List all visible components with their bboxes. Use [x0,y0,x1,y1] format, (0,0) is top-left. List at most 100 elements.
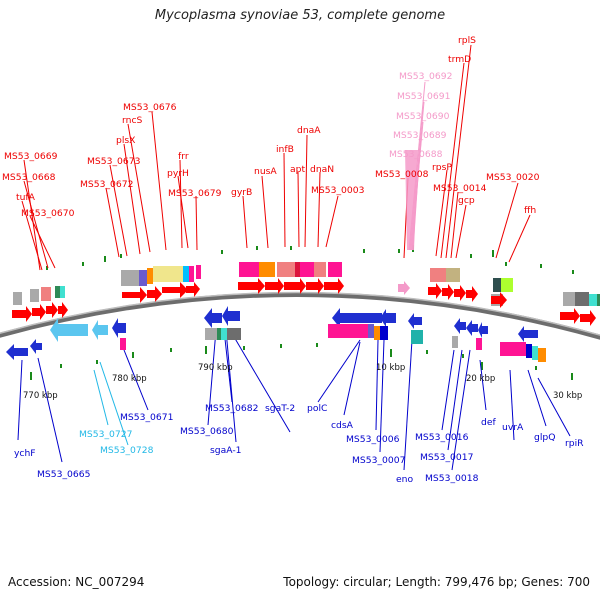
gene-label-MS53_0672: MS53_0672 [80,179,133,190]
leader [127,123,151,253]
feature-box [380,326,388,340]
gene-label-rpiR: rpiR [565,438,584,449]
leader [447,349,463,451]
feature-box [227,328,241,340]
gene-label-MS53_0670: MS53_0670 [21,208,75,219]
scale-label-770: 770 kbp [23,391,58,401]
gene-label-MS53_0668: MS53_0668 [2,172,56,183]
gene-label-MS53_0003: MS53_0003 [311,185,365,196]
leader [455,204,467,259]
feature-box [55,286,60,298]
leader [109,164,128,257]
gene-label-ffh: ffh [524,205,536,216]
gene-arrow [162,282,188,298]
leader [317,171,321,248]
feature-box [221,328,227,340]
feature-box [189,266,194,282]
gene-arrow [478,322,488,338]
leader [37,357,63,463]
tick [426,350,428,354]
scale-label-780: 780 kbp [112,374,147,384]
gene-arrow [30,339,42,354]
leader [304,134,308,248]
forward-leaders [21,44,531,271]
pink-label-group: MS53_0692 MS53_0691 MS53_0690 MS53_0689 … [389,71,452,160]
feature-box [328,324,368,338]
reverse-genes [6,306,538,360]
feature-box [139,270,147,286]
feature-box [120,338,126,350]
leader [229,329,291,433]
tick [46,266,48,270]
feature-box [314,262,326,277]
feature-box [259,262,275,277]
tick [540,264,542,268]
topology-summary: Topology: circular; Length: 799,476 bp; … [283,575,590,589]
gene-label-gyrB: gyrB [231,187,252,198]
gene-arrow [222,306,240,326]
tick [572,270,574,274]
leader [17,359,23,441]
leader [261,175,269,249]
gene-arrow [466,286,478,302]
gene-label-MS53_0688: MS53_0688 [389,149,443,160]
gene-label-MS53_0692: MS53_0692 [399,71,452,82]
feature-box [538,348,546,362]
gene-label-frr: frr [178,151,189,162]
leader [207,329,217,426]
feature-box [500,342,526,356]
leader [225,329,237,443]
gene-arrow [408,313,422,329]
leader [375,339,379,431]
inner-ticks [30,343,573,380]
scale-label-20: 20 kbp [466,374,495,384]
gene-arrow [332,308,382,328]
gene-label-polC: polC [307,403,327,414]
gene-label-plsX: plsX [116,135,135,146]
forward-genes [12,278,596,326]
feature-box [277,262,295,277]
gene-label-eno: eno [396,474,413,485]
gene-arrow [32,304,46,320]
feature-box [60,286,65,298]
scale-label-790: 790 kbp [198,363,233,373]
gene-label-ychF: ychF [14,448,36,459]
gene-arrow [454,318,466,334]
gene-label-def: def [481,417,496,428]
feature-box [563,292,575,306]
feature-box [597,294,600,306]
cyan-leaders [93,361,129,446]
gene-label-infB: infB [276,144,294,155]
tick [481,362,483,370]
feature-box [452,336,458,348]
gene-label-tufA: tufA [16,192,36,203]
leader [403,339,413,471]
gene-label-MS53_0690: MS53_0690 [396,111,450,122]
leader [379,339,385,453]
gene-arrow [560,308,580,324]
tick [492,250,494,257]
feature-box [239,262,259,277]
tick [170,348,172,352]
gene-arrow [265,278,284,294]
leader [451,349,471,471]
tick [30,372,32,380]
scale-label-10: 10 kbp [376,363,405,373]
gene-label-gcp: gcp [458,195,475,206]
tick [363,249,365,253]
gene-arrow [238,278,265,294]
gene-arrow [46,302,58,318]
gene-arrow [12,306,32,322]
leader [179,159,183,249]
leader [317,339,361,403]
leader [495,182,519,259]
feature-box [295,262,300,277]
feature-box [526,344,532,358]
gene-label-sgaT-2: sgaT-2 [265,403,295,414]
cyan-label-group: MS53_0727 MS53_0728 [79,429,154,456]
leader [527,369,547,427]
feature-box [430,268,446,282]
gene-label-trmD: trmD [448,54,471,65]
leader [29,215,56,269]
